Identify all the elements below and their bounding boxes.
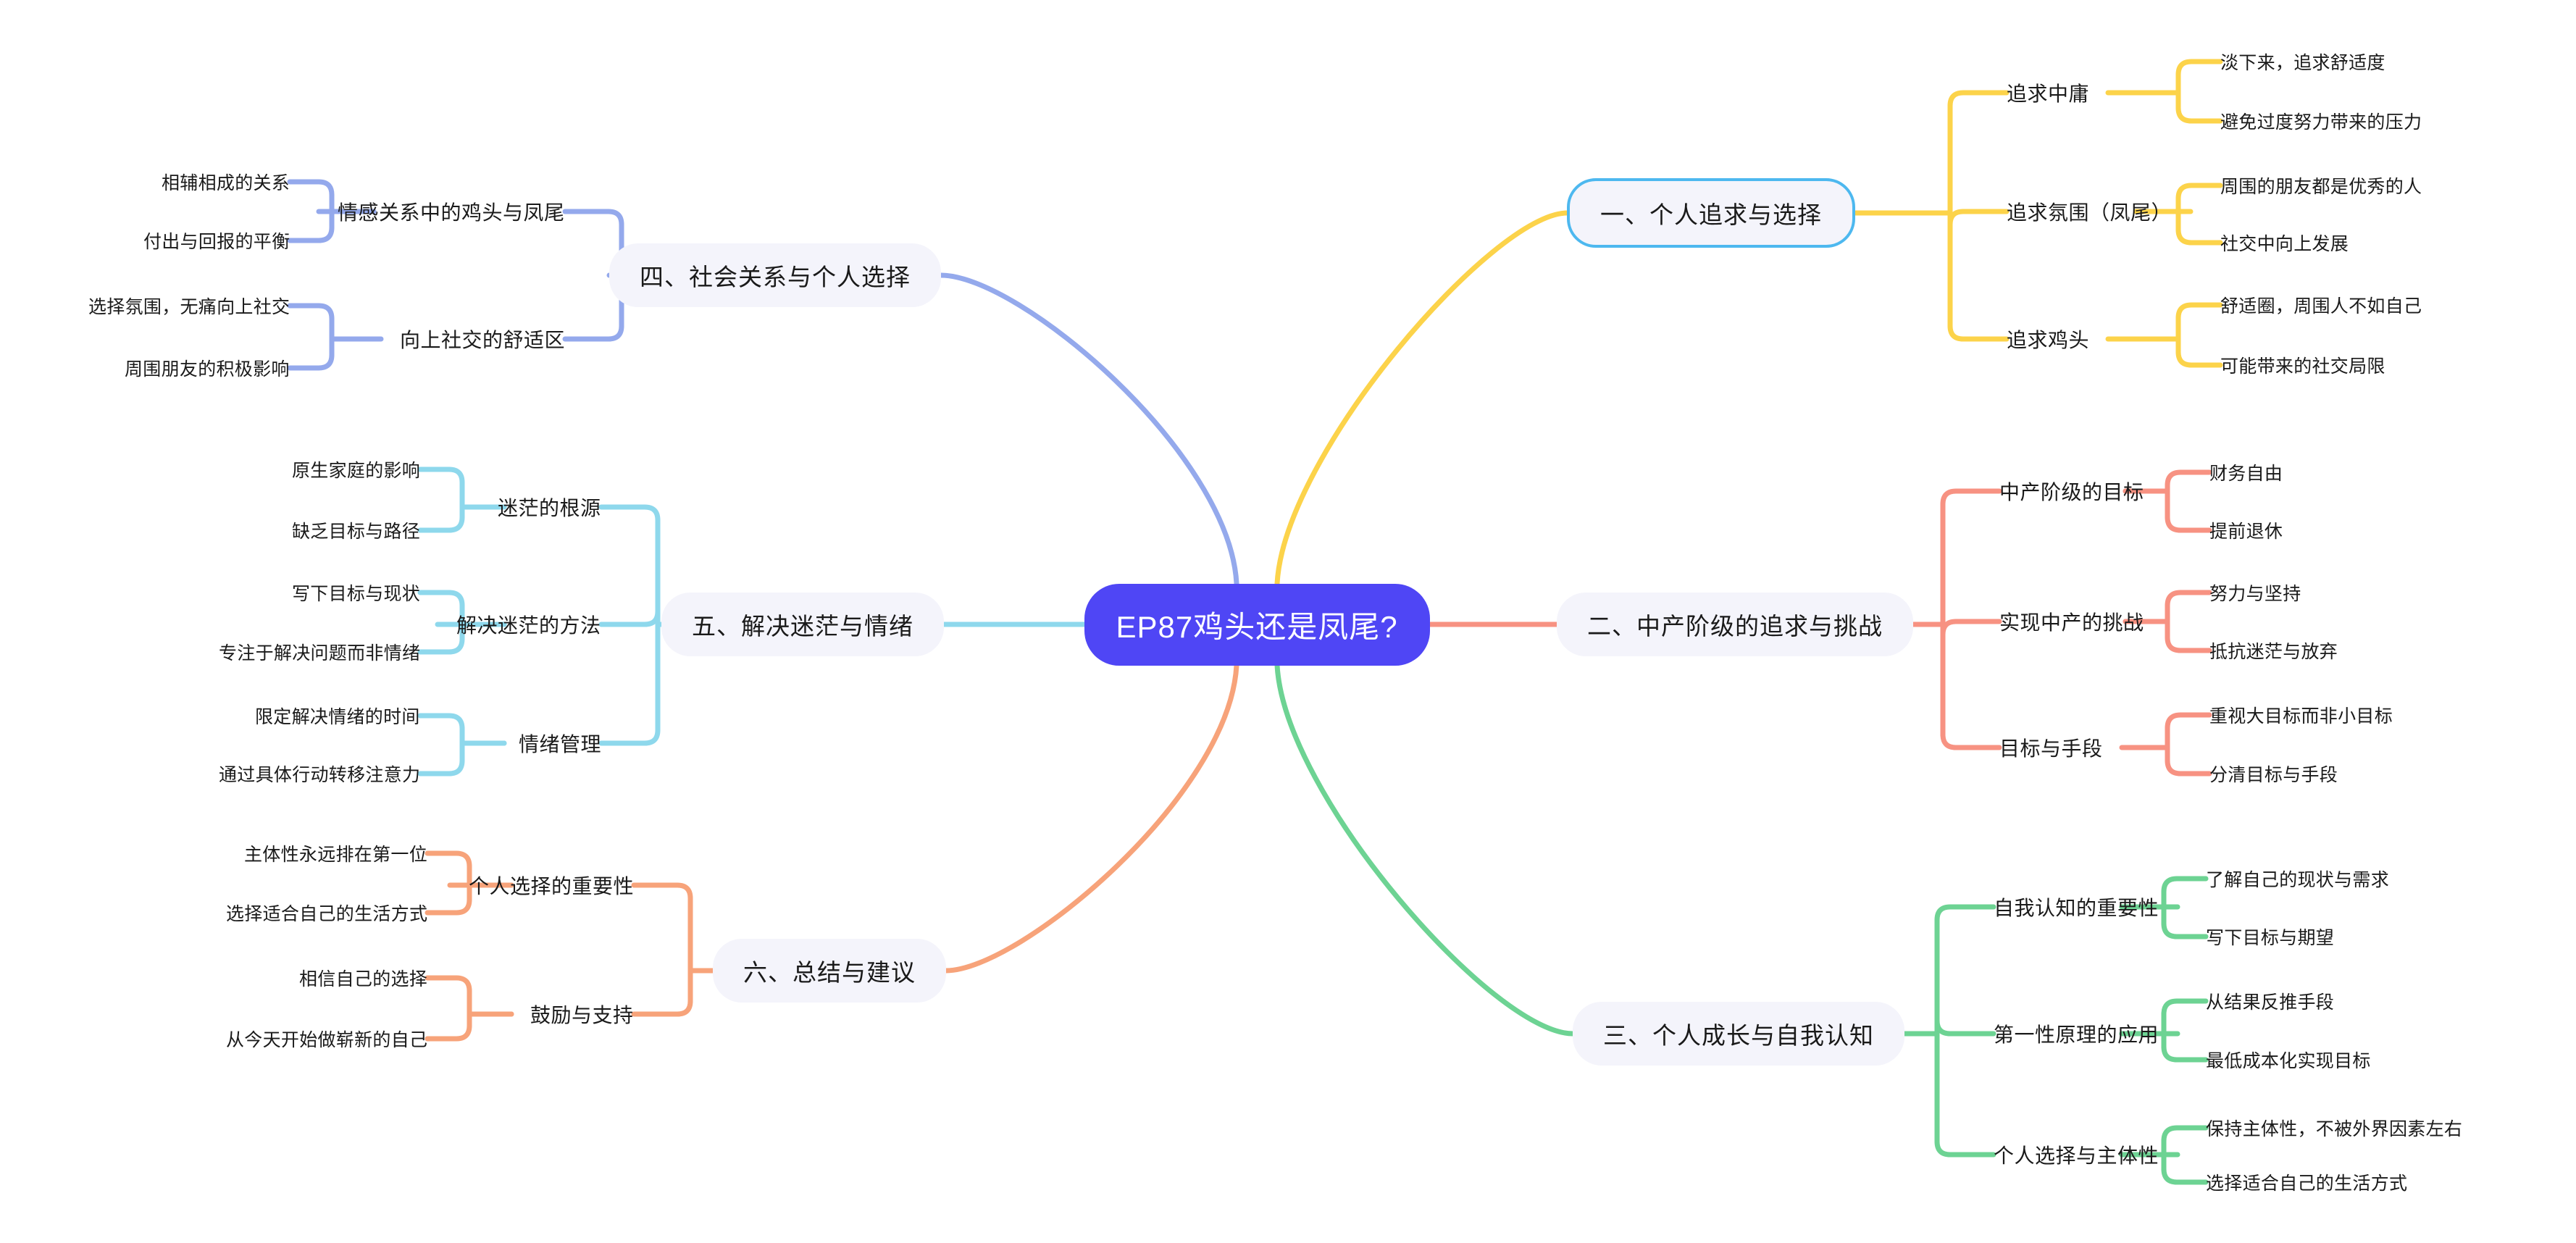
- leaf-1-2-2[interactable]: 社交中向上发展: [2220, 234, 2349, 254]
- leaf-5-1-2[interactable]: 缺乏目标与路径: [292, 522, 421, 542]
- leaf-6-1-1[interactable]: 主体性永远排在第一位: [244, 845, 428, 865]
- subtopic-6-1[interactable]: 个人选择的重要性: [469, 875, 635, 897]
- leaf-3-3-2[interactable]: 选择适合自己的生活方式: [2206, 1173, 2408, 1194]
- leaf-5-2-2[interactable]: 专注于解决问题而非情绪: [219, 643, 421, 664]
- leaf-5-2-1[interactable]: 写下目标与现状: [292, 584, 421, 604]
- subtopic-2-2[interactable]: 实现中产的挑战: [1999, 611, 2144, 634]
- subtopic-3-3[interactable]: 个人选择与主体性: [1994, 1144, 2159, 1167]
- subtopic-3-1[interactable]: 自我认知的重要性: [1994, 897, 2159, 919]
- subtopic-5-1[interactable]: 迷茫的根源: [498, 497, 601, 519]
- subtopic-5-2[interactable]: 解决迷茫的方法: [456, 614, 601, 637]
- leaf-6-1-2[interactable]: 选择适合自己的生活方式: [226, 904, 428, 924]
- branch-node-5[interactable]: 五、解决迷茫与情绪: [661, 593, 944, 656]
- leaf-5-3-1[interactable]: 限定解决情绪的时间: [255, 707, 420, 727]
- leaf-6-2-1[interactable]: 相信自己的选择: [299, 969, 428, 989]
- subtopic-1-3[interactable]: 追求鸡头: [2007, 329, 2090, 351]
- leaf-6-2-2[interactable]: 从今天开始做崭新的自己: [226, 1030, 428, 1050]
- subtopic-5-3[interactable]: 情绪管理: [519, 733, 602, 756]
- branch-node-2[interactable]: 二、中产阶级的追求与挑战: [1557, 593, 1913, 656]
- leaf-5-3-2[interactable]: 通过具体行动转移注意力: [219, 765, 421, 785]
- leaf-1-1-2[interactable]: 避免过度努力带来的压力: [2220, 112, 2422, 133]
- leaf-1-3-1[interactable]: 舒适圈，周围人不如自己: [2220, 296, 2422, 317]
- leaf-3-1-1[interactable]: 了解自己的现状与需求: [2206, 870, 2390, 890]
- leaf-4-1-1[interactable]: 相辅相成的关系: [162, 173, 290, 193]
- leaf-4-2-2[interactable]: 周围朋友的积极影响: [125, 359, 290, 380]
- subtopic-2-3[interactable]: 目标与手段: [1999, 737, 2103, 760]
- branch-node-6[interactable]: 六、总结与建议: [713, 939, 946, 1003]
- subtopic-2-1[interactable]: 中产阶级的目标: [1999, 481, 2144, 503]
- leaf-2-2-2[interactable]: 抵抗迷茫与放弃: [2209, 642, 2338, 662]
- subtopic-1-1[interactable]: 追求中庸: [2007, 83, 2090, 105]
- leaf-2-3-1[interactable]: 重视大目标而非小目标: [2209, 706, 2393, 727]
- leaf-2-3-2[interactable]: 分清目标与手段: [2209, 765, 2338, 785]
- leaf-3-2-1[interactable]: 从结果反推手段: [2206, 992, 2335, 1013]
- leaf-1-2-1[interactable]: 周围的朋友都是优秀的人: [2220, 177, 2422, 197]
- leaf-3-1-2[interactable]: 写下目标与期望: [2206, 928, 2335, 948]
- leaf-3-3-1[interactable]: 保持主体性，不被外界因素左右: [2206, 1119, 2463, 1139]
- branch-node-1[interactable]: 一、个人追求与选择: [1567, 178, 1855, 248]
- leaf-2-1-1[interactable]: 财务自由: [2209, 464, 2283, 484]
- leaf-4-1-2[interactable]: 付出与回报的平衡: [143, 232, 290, 252]
- leaf-1-1-1[interactable]: 淡下来，追求舒适度: [2220, 53, 2385, 73]
- leaf-2-2-1[interactable]: 努力与坚持: [2209, 584, 2301, 604]
- leaf-5-1-1[interactable]: 原生家庭的影响: [292, 461, 421, 481]
- subtopic-3-2[interactable]: 第一性原理的应用: [1994, 1024, 2159, 1046]
- subtopic-6-2[interactable]: 鼓励与支持: [530, 1004, 634, 1026]
- root-node[interactable]: EP87鸡头还是凤尾?: [1084, 583, 1430, 666]
- subtopic-4-1[interactable]: 情感关系中的鸡头与凤尾: [338, 201, 565, 224]
- subtopic-1-2[interactable]: 追求氛围（凤尾）: [2007, 201, 2173, 224]
- leaf-1-3-2[interactable]: 可能带来的社交局限: [2220, 356, 2385, 377]
- branch-node-3[interactable]: 三、个人成长与自我认知: [1573, 1002, 1904, 1066]
- leaf-4-2-1[interactable]: 选择氛围，无痛向上社交: [88, 297, 290, 317]
- branch-node-4[interactable]: 四、社会关系与个人选择: [609, 243, 941, 307]
- subtopic-4-2[interactable]: 向上社交的舒适区: [400, 329, 566, 351]
- leaf-2-1-2[interactable]: 提前退休: [2209, 522, 2283, 542]
- leaf-3-2-2[interactable]: 最低成本化实现目标: [2206, 1051, 2371, 1071]
